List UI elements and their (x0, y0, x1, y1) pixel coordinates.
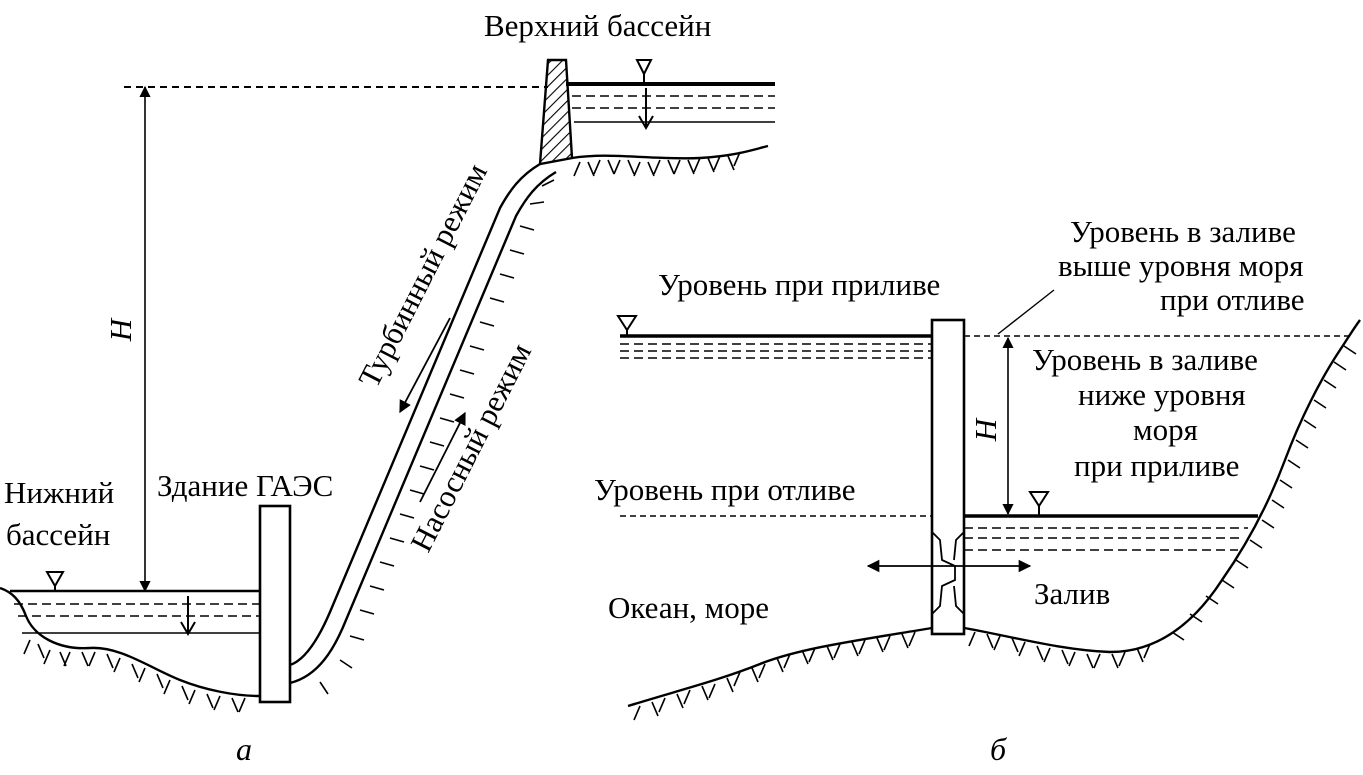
lower-basin-label-line1: Нижний (4, 475, 114, 510)
bay-below-label-line2: ниже уровня (1078, 377, 1246, 412)
penstock-pipe (289, 170, 557, 685)
caption-b: б (990, 731, 1007, 767)
slope-ground-hatch (319, 179, 555, 695)
water-level-marker (1028, 491, 1050, 516)
upper-dam (538, 58, 574, 166)
water-level-marker (635, 59, 653, 85)
upper-ground-hatch (573, 151, 741, 177)
upper-basin-label: Верхний бассейн (484, 8, 711, 43)
bay-ground-hatch (968, 345, 1357, 669)
bay-above-label-line2: выше уровня моря (1058, 248, 1303, 283)
water-level-marker (638, 88, 654, 130)
caption-a: а (236, 731, 252, 767)
water-level-marker (616, 315, 638, 336)
dam-turbine-channel (931, 531, 965, 615)
station-building (258, 504, 292, 704)
bay-below-label-line4: при приливе (1074, 448, 1239, 483)
turbine-mode-arrow (399, 317, 451, 414)
diagram-a: H Турбинный режим Насосный режим Здание … (0, 8, 775, 767)
bay-label: Залив (1034, 576, 1110, 611)
bay-above-label-line1: Уровень в заливе (1070, 214, 1296, 249)
lower-basin-bed (0, 586, 261, 698)
sea-bed (627, 626, 933, 708)
water-level-marker (180, 596, 196, 636)
ocean-label: Океан, море (608, 590, 769, 625)
bay-above-label-line3: при отливе (1160, 282, 1305, 317)
bay-leader-line (997, 289, 1055, 335)
lower-ground-hatch (23, 639, 246, 713)
low-tide-label: Уровень при отливе (594, 472, 856, 507)
pump-mode-label: Насосный режим (403, 337, 538, 557)
station-building-label: Здание ГАЭС (157, 468, 333, 503)
head-symbol-b: H (968, 417, 1003, 442)
bay-below-label-line1: Уровень в заливе (1032, 342, 1258, 377)
high-tide-label: Уровень при приливе (658, 267, 940, 302)
diagram-b: Уровень при приливе Уровень при отливе H… (594, 214, 1361, 767)
tidal-dam (930, 318, 966, 636)
bay-shore (963, 319, 1361, 654)
head-symbol-a: H (103, 317, 138, 342)
upper-basin-bed (571, 144, 769, 160)
lower-basin-label-line2: бассейн (6, 517, 110, 552)
pump-mode-arrow (419, 411, 466, 503)
water-level-marker (45, 571, 65, 591)
penstock-pipe (289, 162, 541, 667)
sea-ground-hatch (633, 631, 916, 721)
bay-below-label-line3: моря (1133, 412, 1198, 447)
